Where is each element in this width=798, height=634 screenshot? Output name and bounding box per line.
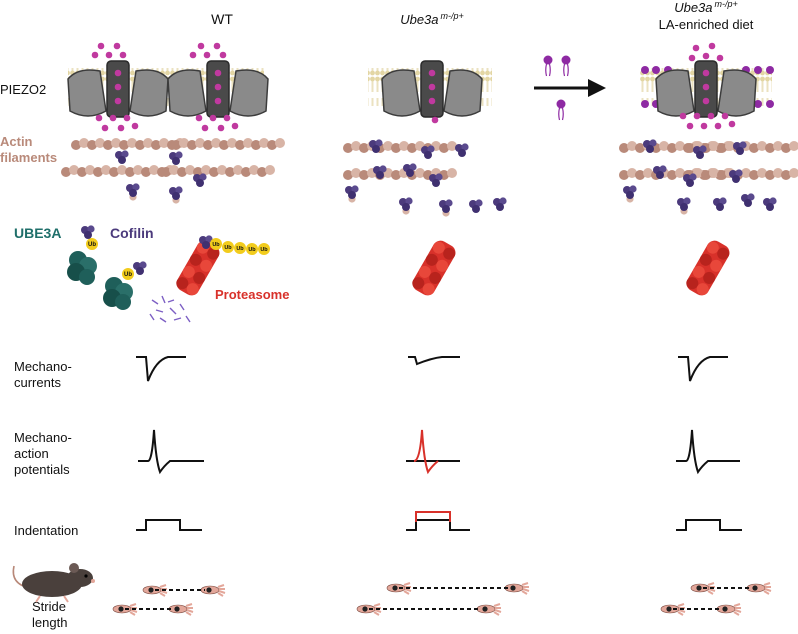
mechano-currents-label-2: currents (14, 375, 61, 390)
ub-chain-5: Ub (260, 247, 268, 253)
treatment-arrow (534, 79, 606, 97)
mutant-stride (356, 582, 530, 616)
diet-indentation-trace (676, 519, 742, 531)
piezo2-label: PIEZO2 (0, 82, 46, 97)
mutant-action-potential-red (413, 429, 439, 475)
ub-label-1: Ub (88, 242, 96, 248)
wt-cofilin-free (126, 183, 183, 203)
mechano-currents-label-1: Mechano- (14, 359, 72, 374)
mutant-cofilin-free (345, 185, 507, 216)
diet-cofilin-free (623, 185, 777, 214)
degraded-fragments (149, 295, 191, 323)
diet-proteasome (683, 237, 733, 299)
mutant-proteasome (409, 237, 459, 299)
polyubiquitin-chain (199, 235, 270, 255)
wt-calcium-outside (91, 42, 227, 59)
cofilin-label: Cofilin (110, 225, 154, 241)
ap-label-1: Mechano- (14, 430, 72, 445)
actin-label-line2: filaments (0, 150, 57, 165)
ub-chain-3: Ub (236, 246, 244, 252)
diet-mechano-current-trace (678, 356, 728, 382)
diet-stride (660, 582, 772, 616)
stride-label-2: length (32, 615, 67, 630)
ub-chain-4: Ub (248, 247, 256, 253)
wt-stride (112, 584, 226, 616)
actin-label-line1: Actin (0, 134, 33, 149)
mutant-indentation-red (415, 511, 451, 522)
wt-action-potential-trace (138, 429, 204, 475)
mutant-indentation-trace (406, 519, 470, 531)
ube3a-label: UBE3A (14, 225, 61, 241)
ubiquitin-tag (86, 238, 134, 280)
diet-label: LA-enriched diet (659, 17, 754, 32)
indentation-label: Indentation (14, 523, 78, 538)
ube3a-enzyme (67, 251, 133, 310)
ub-chain-2: Ub (224, 245, 232, 251)
stride-label-1: Stride (32, 599, 66, 614)
wt-indentation-trace (136, 519, 202, 531)
ub-label-2: Ub (124, 272, 132, 278)
diet-calcium-inside (679, 112, 736, 130)
proteasome-label: Proteasome (215, 287, 289, 302)
wt-mechano-current-trace (136, 356, 186, 382)
ap-label-2: action (14, 446, 49, 461)
mutant-mechano-current-trace (408, 356, 460, 366)
diet-calcium-outside (688, 42, 724, 62)
ub-chain-1: Ub (212, 242, 220, 248)
diet-action-potential-trace (676, 429, 740, 475)
mouse-illustration (12, 563, 95, 603)
wt-title: WT (211, 11, 233, 27)
mutant-calcium (431, 116, 439, 124)
wt-calcium-inside (95, 114, 239, 132)
ap-label-3: potentials (14, 462, 70, 477)
